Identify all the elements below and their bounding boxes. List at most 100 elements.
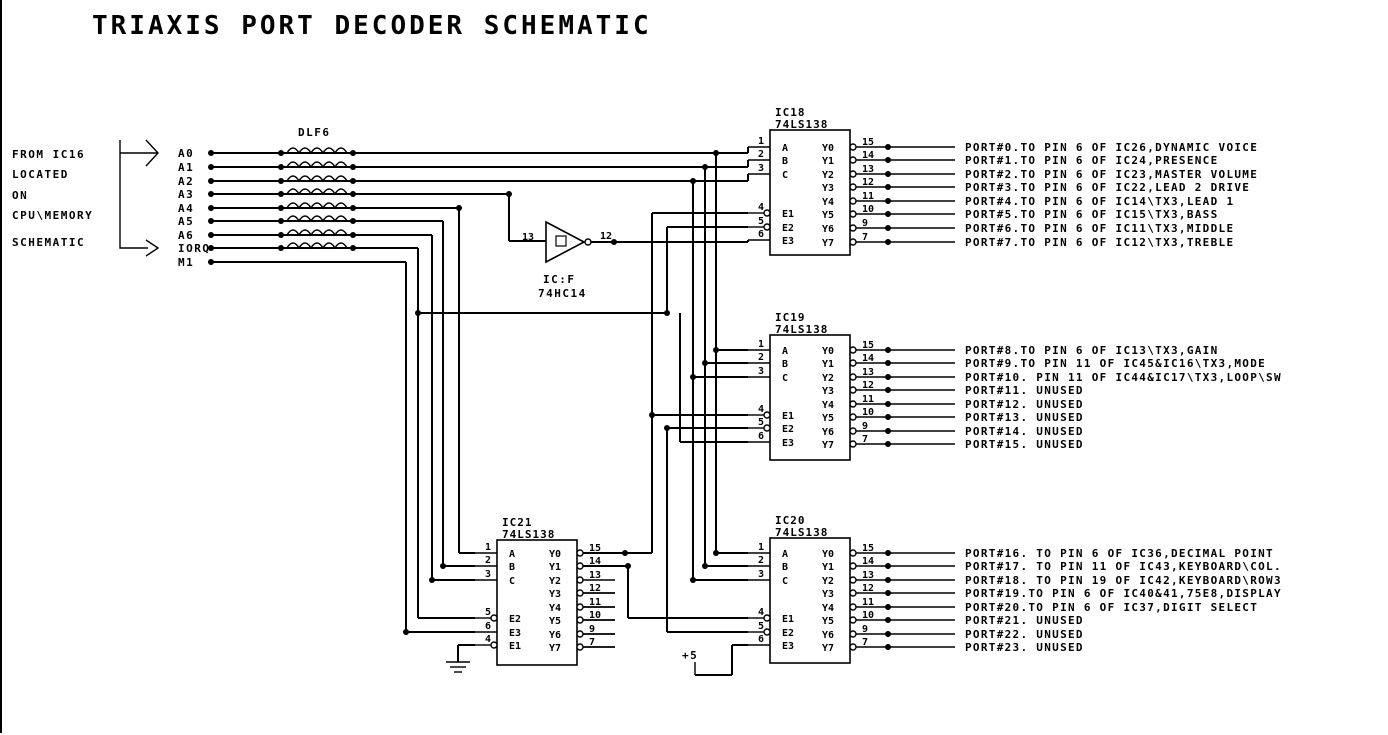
pin-number: 11 — [589, 597, 601, 608]
pin-label: E2 — [509, 614, 521, 625]
pin-label: A — [782, 143, 788, 154]
pin-number: 15 — [862, 137, 874, 148]
port-label: PORT#12. UNUSED — [965, 398, 1084, 411]
pin-label: Y4 — [822, 400, 834, 411]
port-label: PORT#19.TO PIN 6 OF IC40&41,75E8,DISPLAY — [965, 587, 1282, 600]
wires — [119, 140, 955, 676]
pin-number: 10 — [862, 204, 874, 215]
inversion-bubble — [849, 562, 857, 570]
inversion-bubble — [763, 424, 771, 432]
resistor-element — [286, 229, 348, 237]
inversion-bubble — [849, 630, 857, 638]
pin-number: 15 — [862, 340, 874, 351]
pin-number: 6 — [758, 634, 764, 645]
inversion-bubble — [763, 628, 771, 636]
inversion-bubble — [849, 427, 857, 435]
pin-number: 12 — [862, 380, 874, 391]
port-label: PORT#10. PIN 11 OF IC44&IC17\TX3,LOOP\SW — [965, 371, 1282, 384]
pin-number: 2 — [485, 555, 491, 566]
pin-number: 14 — [589, 556, 601, 567]
source-arrow-head — [145, 139, 159, 167]
inversion-bubble — [849, 616, 857, 624]
schematic-title: TRIAXIS PORT DECODER SCHEMATIC — [92, 11, 652, 41]
inversion-bubble — [849, 400, 857, 408]
pin-label: Y4 — [549, 603, 561, 614]
pin-number: 1 — [485, 542, 491, 553]
pin-label: Y0 — [822, 549, 834, 560]
pin-number: 11 — [862, 191, 874, 202]
port-label: PORT#2.TO PIN 6 OF IC23,MASTER VOLUME — [965, 168, 1258, 181]
input-label-iorq: IORQ — [178, 242, 211, 255]
pin-number: 15 — [862, 543, 874, 554]
pin-label: Y0 — [822, 346, 834, 357]
pin-number: 12 — [589, 583, 601, 594]
pin-label: Y1 — [822, 562, 834, 573]
pin-number: 2 — [758, 149, 764, 160]
pin-number: 3 — [485, 569, 491, 580]
junction-dot — [506, 191, 512, 197]
resistor-element — [286, 242, 348, 250]
chip-part: 74LS138 — [502, 528, 555, 541]
pin-label: Y6 — [549, 630, 561, 641]
pin-label: E3 — [782, 236, 794, 247]
pin-label: Y6 — [822, 427, 834, 438]
pin-number: 10 — [862, 407, 874, 418]
pin-label: Y3 — [822, 183, 834, 194]
resistor-element — [286, 188, 348, 196]
inversion-bubble — [763, 411, 771, 419]
pin-label: E1 — [509, 641, 521, 652]
junction-dot — [440, 563, 446, 569]
pin-label: Y0 — [822, 143, 834, 154]
pin-number: 7 — [862, 232, 868, 243]
junction-dot — [713, 347, 719, 353]
pin-number: 7 — [862, 434, 868, 445]
input-label-a5: A5 — [178, 215, 194, 228]
schmitt-symbol — [555, 235, 567, 247]
inversion-bubble — [849, 183, 857, 191]
source-note-line: FROM IC16 — [12, 148, 85, 161]
inversion-bubble — [849, 143, 857, 151]
pin-label: C — [782, 576, 788, 587]
pin-number: 2 — [758, 352, 764, 363]
pin-number: 9 — [862, 624, 868, 635]
port-label: PORT#5.TO PIN 6 OF IC15\TX3,BASS — [965, 208, 1219, 221]
input-label-a4: A4 — [178, 202, 194, 215]
pin-number: 9 — [589, 624, 595, 635]
pin-label: Y3 — [549, 589, 561, 600]
input-label-a6: A6 — [178, 229, 194, 242]
junction-dot — [611, 239, 617, 245]
iorq-arrow-head — [145, 239, 160, 257]
inverter-gate — [545, 220, 586, 264]
pin-number: 3 — [758, 163, 764, 174]
junction-dot — [403, 629, 409, 635]
pin-label: A — [782, 346, 788, 357]
junction-dot — [649, 412, 655, 418]
pin-number: 9 — [862, 218, 868, 229]
source-note-line: CPU\MEMORY — [12, 209, 93, 222]
port-label: PORT#14. UNUSED — [965, 425, 1084, 438]
pin-label: Y3 — [822, 386, 834, 397]
pin-number: 7 — [862, 637, 868, 648]
chip-name: IC19 — [775, 311, 806, 324]
chip-name: IC18 — [775, 106, 806, 119]
inversion-bubble — [849, 346, 857, 354]
resistor-network-label: DLF6 — [298, 126, 331, 139]
pin-number: 12 — [862, 583, 874, 594]
resistor-element — [286, 175, 348, 183]
pin-label: Y7 — [822, 643, 834, 654]
port-label: PORT#8.TO PIN 6 OF IC13\TX3,GAIN — [965, 344, 1219, 357]
port-label: PORT#16. TO PIN 6 OF IC36,DECIMAL POINT — [965, 547, 1274, 560]
pin-number: 4 — [758, 202, 764, 213]
junction-dot — [429, 577, 435, 583]
pin-number: 6 — [758, 229, 764, 240]
pin-label: E1 — [782, 411, 794, 422]
pin-label: Y2 — [822, 576, 834, 587]
pin-number: 3 — [758, 569, 764, 580]
port-label: PORT#9.TO PIN 11 OF IC45&IC16\TX3,MODE — [965, 357, 1266, 370]
inversion-bubble — [849, 238, 857, 246]
inversion-bubble — [490, 641, 498, 649]
resistor-element — [286, 147, 348, 155]
input-label-a1: A1 — [178, 161, 194, 174]
